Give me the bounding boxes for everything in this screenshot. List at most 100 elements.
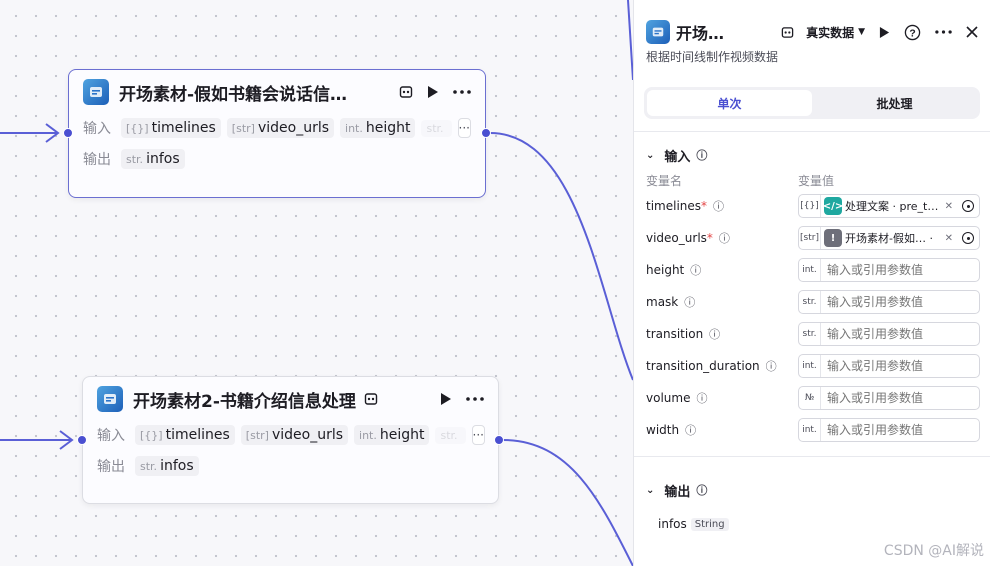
variable-reference-icon[interactable] bbox=[977, 264, 979, 276]
info-icon: ⓘ bbox=[713, 200, 725, 213]
param-row-timelines: timelines*ⓘ[{}]</>处理文案 · pre_t…✕ bbox=[634, 190, 990, 222]
param-value-field[interactable]: str. bbox=[798, 290, 980, 314]
output-port[interactable] bbox=[481, 128, 491, 138]
param-value-field[interactable]: int. bbox=[798, 258, 980, 282]
info-icon: ⓘ bbox=[696, 392, 708, 405]
param-value-input[interactable] bbox=[821, 327, 977, 341]
input-port[interactable] bbox=[77, 435, 87, 445]
param-name: timelines*ⓘ bbox=[646, 199, 725, 213]
reference-chip[interactable]: </>处理文案 · pre_t…✕ bbox=[821, 197, 957, 215]
param-value-input[interactable] bbox=[821, 359, 977, 373]
param-value-input[interactable] bbox=[821, 391, 977, 405]
variable-reference-icon[interactable] bbox=[957, 200, 979, 212]
input-tag: [str]video_urls bbox=[226, 118, 335, 138]
outputs-label: 输出 bbox=[83, 152, 111, 168]
more-options-button[interactable] bbox=[466, 397, 484, 401]
type-indicator: int. bbox=[799, 419, 821, 441]
run-node-button[interactable] bbox=[440, 392, 452, 406]
param-row-video-urls: video_urls*ⓘ[str]!开场素材-假如… ·✕ bbox=[634, 222, 990, 254]
info-icon: ⓘ bbox=[684, 296, 696, 309]
variable-reference-icon[interactable] bbox=[957, 232, 979, 244]
info-icon: ⓘ bbox=[718, 232, 730, 245]
param-value-field[interactable]: str. bbox=[798, 322, 980, 346]
input-tag: str. bbox=[435, 426, 466, 444]
node-test-panel: 开场… 真实数据 ▼ ? 根据时间线制作视频数据 单次 批处理 bbox=[633, 0, 990, 566]
output-item: infos String bbox=[634, 517, 990, 531]
workflow-node-2[interactable]: 开场素材2-书籍介绍信息处理 输入 [{}]timelines [str]vid… bbox=[77, 376, 504, 504]
info-icon: ⓘ bbox=[709, 328, 721, 341]
data-mode-dropdown[interactable]: 真实数据 ▼ bbox=[781, 24, 865, 41]
variable-reference-icon[interactable] bbox=[977, 392, 979, 404]
input-tag: str. bbox=[421, 119, 452, 137]
tab-single[interactable]: 单次 bbox=[647, 90, 812, 116]
type-indicator: str. bbox=[799, 291, 821, 313]
workflow-node-1[interactable]: 开场素材-假如书籍会说话信… 输入 [{}]timelines [str]vid… bbox=[63, 69, 491, 198]
panel-subtitle: 根据时间线制作视频数据 bbox=[646, 50, 779, 64]
param-value-field[interactable]: [{}]</>处理文案 · pre_t…✕ bbox=[798, 194, 980, 218]
required-mark: * bbox=[701, 199, 708, 213]
input-tag: int.height bbox=[340, 118, 416, 138]
mock-data-icon[interactable] bbox=[399, 85, 413, 99]
param-list: timelines*ⓘ[{}]</>处理文案 · pre_t…✕video_ur… bbox=[634, 190, 990, 446]
output-tag: str.infos bbox=[135, 456, 199, 476]
inputs-label: 输入 bbox=[83, 121, 111, 137]
more-options-button[interactable] bbox=[453, 90, 471, 94]
node-title: 开场素材-假如书籍会说话信… bbox=[119, 84, 348, 105]
outputs-label: 输出 bbox=[97, 459, 125, 475]
param-value-input[interactable] bbox=[821, 423, 977, 437]
more-inputs-button[interactable]: ··· bbox=[471, 425, 485, 445]
svg-text:?: ? bbox=[909, 28, 915, 39]
node-outputs-row: 输出 str.infos bbox=[69, 145, 485, 173]
more-options-button[interactable] bbox=[935, 30, 952, 34]
param-value-input[interactable] bbox=[821, 263, 977, 277]
variable-reference-icon[interactable] bbox=[977, 296, 979, 308]
type-indicator: [{}] bbox=[799, 195, 821, 217]
mock-data-icon[interactable] bbox=[364, 392, 378, 406]
input-port[interactable] bbox=[63, 128, 73, 138]
reference-chip[interactable]: !开场素材-假如… ·✕ bbox=[821, 229, 957, 247]
param-value-field[interactable]: int. bbox=[798, 418, 980, 442]
variable-reference-icon[interactable] bbox=[977, 424, 979, 436]
outputs-section-header[interactable]: ⌄ 输出 ⓘ bbox=[646, 484, 708, 500]
input-tag: [{}]timelines bbox=[135, 425, 235, 445]
more-inputs-button[interactable]: ··· bbox=[457, 118, 471, 138]
run-mode-tabs: 单次 批处理 bbox=[644, 87, 980, 119]
node-outputs-row: 输出 str.infos bbox=[83, 452, 498, 480]
output-port[interactable] bbox=[494, 435, 504, 445]
run-node-button[interactable] bbox=[427, 85, 439, 99]
help-icon[interactable]: ? bbox=[904, 24, 921, 41]
input-tag: int.height bbox=[354, 425, 430, 445]
remove-icon[interactable]: ✕ bbox=[944, 200, 953, 212]
param-value-field[interactable]: int. bbox=[798, 354, 980, 378]
param-value-field[interactable]: № bbox=[798, 386, 980, 410]
type-indicator: str. bbox=[799, 323, 821, 345]
tab-batch[interactable]: 批处理 bbox=[876, 96, 913, 111]
output-tag: str.infos bbox=[121, 149, 185, 169]
node-inputs-row: 输入 [{}]timelines [str]video_urls int.hei… bbox=[69, 114, 485, 142]
variable-reference-icon[interactable] bbox=[977, 360, 979, 372]
type-indicator: int. bbox=[799, 259, 821, 281]
close-icon[interactable] bbox=[966, 26, 978, 38]
info-icon: ⓘ bbox=[690, 264, 702, 277]
remove-icon[interactable]: ✕ bbox=[944, 232, 953, 244]
node-inputs-row: 输入 [{}]timelines [str]video_urls int.hei… bbox=[83, 421, 498, 449]
param-columns-header: 变量名 变量值 bbox=[646, 173, 835, 188]
inputs-label: 输入 bbox=[97, 428, 125, 444]
param-value-input[interactable] bbox=[821, 295, 977, 309]
inputs-section-header[interactable]: ⌄ 输入 ⓘ bbox=[646, 149, 708, 165]
divider bbox=[634, 131, 990, 132]
variable-reference-icon[interactable] bbox=[977, 328, 979, 340]
info-icon: ⓘ bbox=[696, 484, 708, 497]
info-icon: ⓘ bbox=[765, 360, 777, 373]
code-node-icon bbox=[646, 20, 670, 44]
param-value-field[interactable]: [str]!开场素材-假如… ·✕ bbox=[798, 226, 980, 250]
input-tag: [str]video_urls bbox=[240, 425, 349, 445]
run-test-button[interactable] bbox=[879, 26, 890, 39]
